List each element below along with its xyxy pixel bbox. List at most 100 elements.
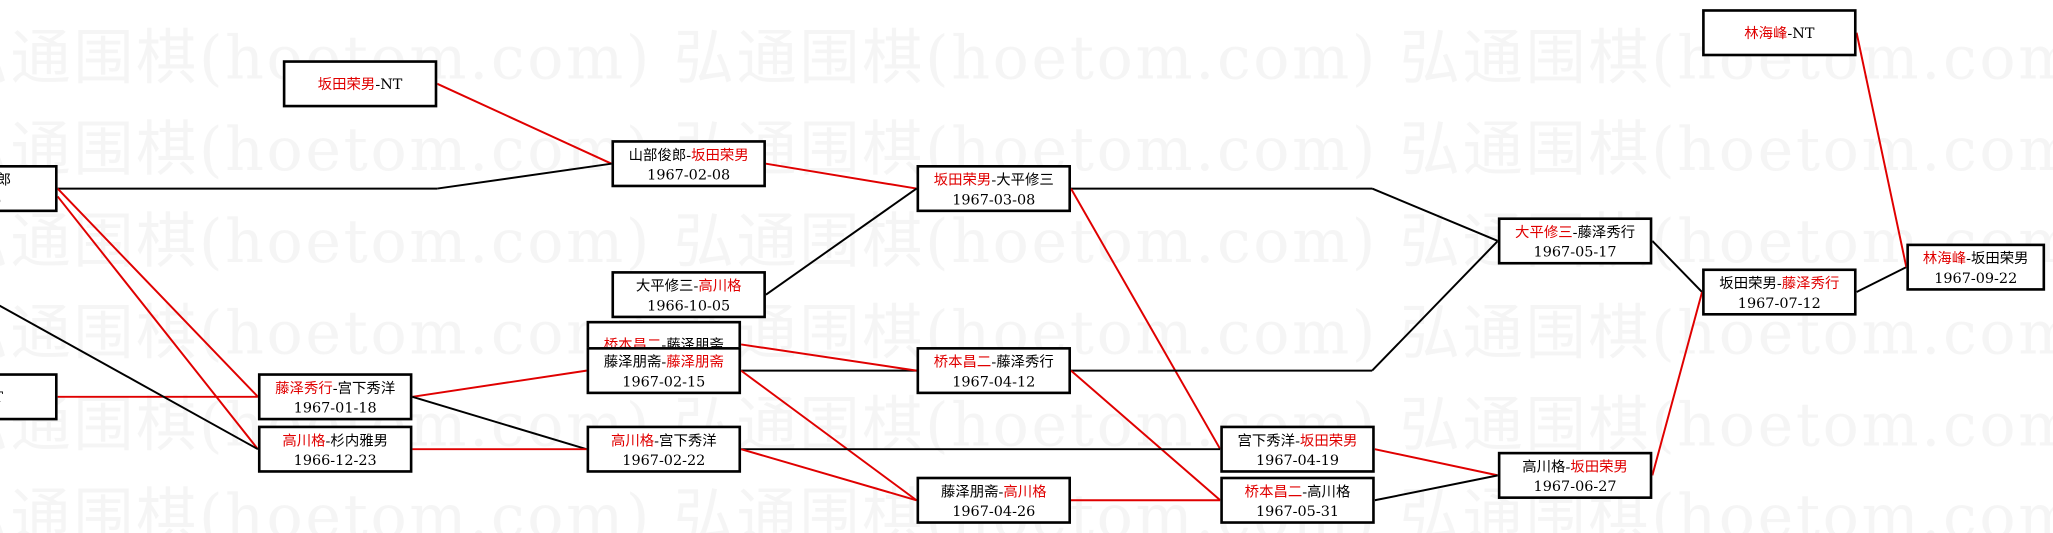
match-date: 1967-04-26 — [952, 502, 1036, 520]
player-separator: - — [654, 432, 660, 450]
bracket-edge-black — [1651, 240, 1703, 293]
match-players: -NT — [0, 389, 3, 406]
bracket-edge-red — [56, 195, 259, 450]
match-node: 坂田荣男-大平修三 1967-03-08 — [916, 165, 1072, 213]
player-name: 藤泽秀行 — [1577, 223, 1636, 241]
player-name: 坂田荣男 — [1719, 275, 1777, 293]
match-players: 藤泽朋斋-高川格 — [941, 483, 1047, 500]
player-name: 部俊郎 — [0, 172, 11, 189]
bracket-edge-black — [1371, 187, 1499, 242]
match-date: 1967-01-18 — [293, 399, 377, 417]
watermark-text: 弘通围棋(hoetom.com) 弘通围棋(hoetom.com) 弘通围棋(h… — [0, 297, 2053, 368]
match-node: 藤泽朋斋-高川格 1967-04-26 — [916, 476, 1072, 524]
player-name: NT — [1792, 24, 1815, 42]
match-node: 大平修三-藤泽秀行 1967-05-17 — [1497, 217, 1653, 265]
player-name: 杉内雅男 — [330, 432, 389, 450]
player-name: 宫下秀洋 — [659, 432, 717, 450]
player-name: 藤泽秀行 — [1781, 275, 1840, 293]
bracket-edge-black — [1371, 240, 1499, 372]
match-players: 大平修三-高川格 — [636, 278, 742, 295]
match-node: 藤泽秀行-宫下秀洋 1967-01-18 — [257, 373, 413, 421]
match-players: 高川格-杉内雅男 — [282, 432, 388, 449]
match-date: 1967-02-22 — [622, 451, 706, 469]
bracket-edge-red — [740, 369, 918, 502]
player-name: 高川格 — [1522, 458, 1566, 476]
match-players: 桥本昌二-藤泽秀行 — [934, 354, 1054, 371]
match-date: 1967-02-15 — [622, 373, 706, 391]
bracket-edge-red — [740, 448, 917, 502]
player-separator: - — [686, 146, 692, 164]
player-name: 大平修三 — [635, 277, 694, 295]
match-node: 宫下秀洋-坂田荣男 1967-04-19 — [1220, 425, 1375, 473]
match-node: 藤泽朋斋-藤泽朋斋 1967-02-15 — [586, 347, 742, 395]
match-players: 林海峰-坂田荣男 — [1923, 250, 2029, 267]
player-name: 高川格 — [282, 432, 326, 450]
player-name: 坂田荣男 — [317, 75, 376, 93]
player-name: 林海峰 — [1744, 24, 1788, 42]
match-date: 1967-03-08 — [952, 191, 1036, 209]
match-date: 1967-04-19 — [1255, 451, 1340, 469]
player-name: 藤泽朋斋 — [940, 483, 999, 501]
match-players: 坂田荣男-大平修三 — [934, 172, 1054, 189]
match-date: 1967-02-08 — [647, 166, 731, 184]
player-name: 林海峰 — [1922, 250, 1967, 268]
player-separator: - — [325, 432, 331, 450]
player-name: 高川格 — [1003, 483, 1047, 501]
match-players: 藤泽朋斋-藤泽朋斋 — [604, 354, 724, 371]
bracket-edge-black — [765, 187, 918, 296]
bracket-edge-red — [1651, 291, 1704, 476]
watermark-text: 弘通围棋(hoetom.com) 弘通围棋(hoetom.com) 弘通围棋(h… — [0, 22, 2053, 93]
player-name: 藤泽秀行 — [996, 353, 1054, 371]
player-separator: - — [332, 379, 338, 397]
player-separator: - — [1565, 458, 1571, 476]
player-name: 山部俊郎 — [628, 146, 687, 164]
match-node: 坂田荣男-NT — [282, 60, 438, 108]
bracket-edge-black — [412, 395, 587, 451]
player-name: 坂田荣男 — [1299, 432, 1358, 450]
bracket-edge-red — [1855, 32, 1908, 268]
player-name: 坂田荣男 — [1970, 250, 2029, 268]
player-name: 藤泽朋斋 — [666, 353, 724, 371]
player-name: 宫下秀洋 — [337, 379, 396, 397]
match-players: 坂田荣男-藤泽秀行 — [1719, 275, 1839, 292]
match-players: 山部俊郎-坂田荣男 — [629, 147, 749, 164]
player-separator: - — [1302, 483, 1308, 501]
match-node: 部俊郎-26 — [0, 165, 58, 213]
bracket-edge-red — [1070, 369, 1221, 502]
match-date: 1967-09-22 — [1934, 269, 2018, 287]
player-name: 坂田荣男 — [1570, 458, 1628, 476]
player-name: 坂田荣男 — [691, 146, 749, 164]
player-name: 大平修三 — [996, 171, 1054, 189]
match-node: 林海峰-NT — [1702, 9, 1857, 57]
bracket-edge-black — [437, 162, 612, 190]
match-date: 1967-05-17 — [1533, 243, 1617, 261]
match-players: 林海峰-NT — [1744, 25, 1814, 42]
player-separator: - — [661, 336, 667, 354]
player-separator: - — [1572, 223, 1578, 241]
match-date: 1967-07-12 — [1737, 294, 1821, 312]
match-players: 藤泽秀行-宫下秀洋 — [275, 380, 395, 397]
match-date: 1967-04-12 — [952, 373, 1036, 391]
match-date: 1966-12-23 — [293, 451, 377, 469]
bracket-edge-black — [1374, 474, 1499, 502]
player-name: 桥本昌二 — [1244, 483, 1303, 501]
player-separator: - — [1776, 275, 1782, 293]
bracket-edge-red — [412, 369, 587, 398]
match-players: 宫下秀洋-坂田荣男 — [1237, 432, 1357, 449]
match-players: 大平修三-藤泽秀行 — [1515, 224, 1635, 241]
bracket-edge-red — [740, 343, 917, 372]
player-separator: - — [693, 277, 699, 295]
player-separator: - — [1295, 432, 1300, 450]
match-players: 部俊郎 — [0, 172, 11, 189]
match-players: 高川格-坂田荣男 — [1522, 458, 1628, 475]
bracket-edge-black — [0, 304, 259, 451]
match-players: 坂田荣男-NT — [318, 76, 403, 93]
player-name: 坂田荣男 — [933, 171, 992, 189]
player-name: 高川格 — [1307, 483, 1351, 501]
player-separator: - — [661, 353, 667, 371]
